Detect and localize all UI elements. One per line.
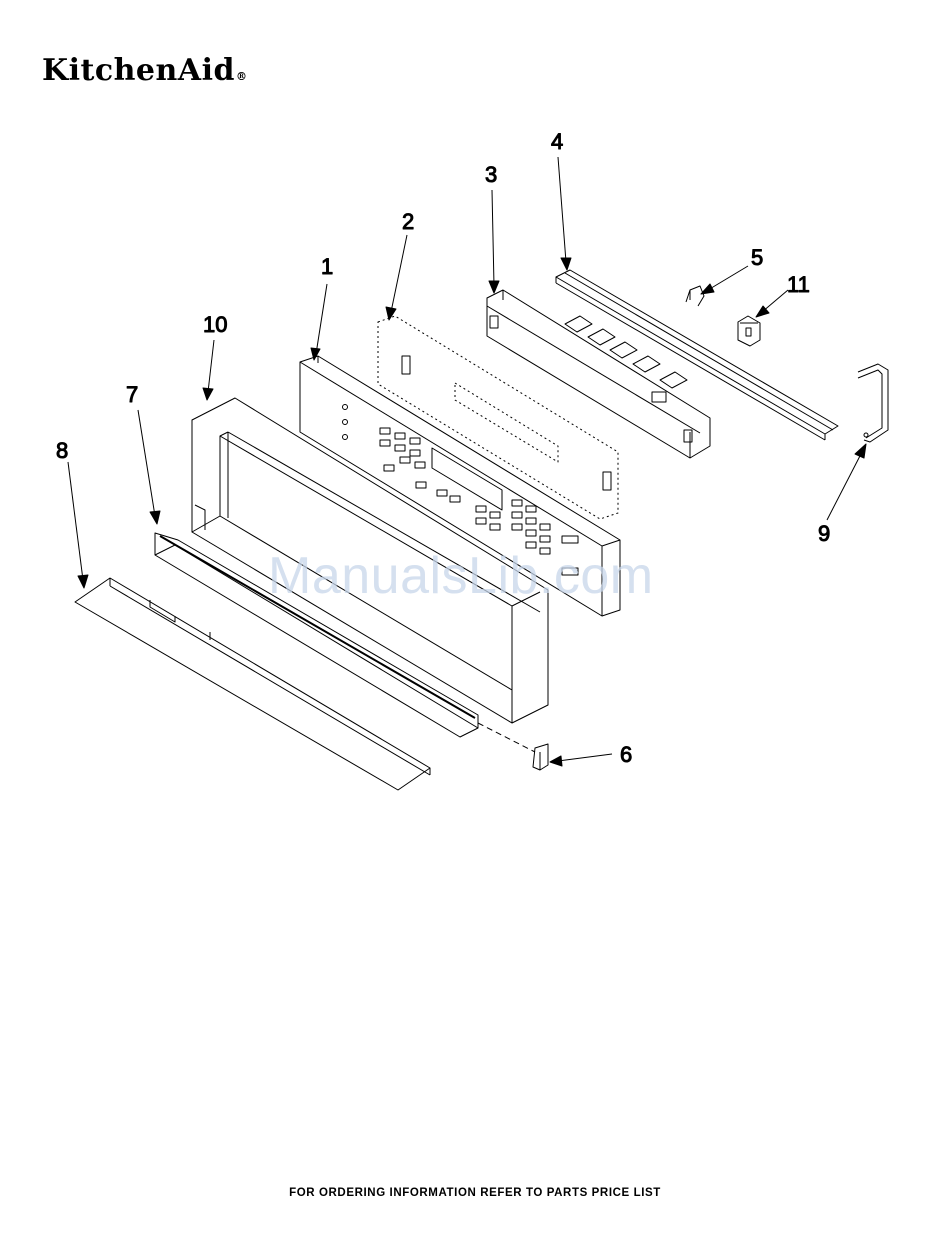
callout-11: 11: [787, 272, 810, 297]
part-2-membrane-switch: [402, 356, 611, 490]
callout-1: 1: [321, 254, 333, 279]
footer-note: FOR ORDERING INFORMATION REFER TO PARTS …: [0, 1187, 950, 1199]
callout-4: 4: [551, 129, 563, 154]
part-6-clip: [533, 744, 548, 770]
callout-10: 10: [203, 312, 227, 337]
part-2-membrane: [378, 316, 618, 519]
leader-lines: [68, 157, 866, 766]
part-5-clip: [686, 286, 704, 306]
callout-9: 9: [818, 521, 830, 546]
callout-6: 6: [620, 742, 632, 767]
callout-5: 5: [751, 245, 763, 270]
part-11-bracket: [738, 316, 760, 346]
watermark: ManualsLib.com: [268, 546, 654, 606]
callout-8: 8: [56, 438, 68, 463]
part-3-control-board: [487, 290, 710, 458]
callout-7: 7: [126, 382, 138, 407]
callout-3: 3: [485, 162, 497, 187]
assembly-dash-line: [478, 723, 535, 752]
part-9-support-bracket: [858, 364, 888, 442]
callout-2: 2: [402, 209, 414, 234]
